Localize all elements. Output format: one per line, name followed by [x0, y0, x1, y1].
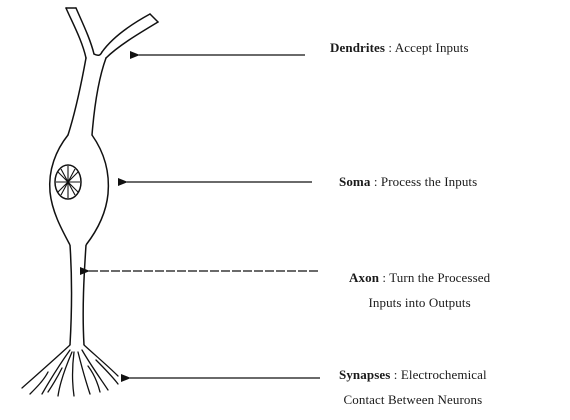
synapses-term: Synapses — [339, 367, 390, 382]
synapses-sep: : — [390, 367, 400, 382]
synapses-label: Synapses : Electrochemical Contact Betwe… — [339, 363, 487, 412]
synapses-desc-line2: Contact Between Neurons — [339, 388, 487, 413]
axon-sep: : — [379, 270, 389, 285]
synapses-desc-line1: Electrochemical — [401, 367, 487, 382]
soma-term: Soma — [339, 174, 370, 189]
axon-term: Axon — [349, 270, 379, 285]
axon-line1: Axon : Turn the Processed — [349, 266, 490, 291]
soma-sep: : — [370, 174, 380, 189]
synapses-line1: Synapses : Electrochemical — [339, 363, 487, 388]
axon-label: Axon : Turn the Processed Inputs into Ou… — [349, 266, 490, 315]
dendrites-label: Dendrites : Accept Inputs — [330, 36, 469, 61]
dendrites-term: Dendrites — [330, 40, 385, 55]
soma-shape — [50, 135, 109, 245]
soma-label: Soma : Process the Inputs — [339, 170, 477, 195]
axon-shape — [70, 245, 86, 345]
dendrites-shape — [66, 8, 158, 135]
axon-desc-line1: Turn the Processed — [389, 270, 490, 285]
soma-desc: Process the Inputs — [381, 174, 477, 189]
dendrites-desc: Accept Inputs — [395, 40, 469, 55]
synapse-terminals-shape — [22, 345, 118, 396]
axon-desc-line2: Inputs into Outputs — [349, 291, 490, 316]
dendrites-sep: : — [385, 40, 395, 55]
